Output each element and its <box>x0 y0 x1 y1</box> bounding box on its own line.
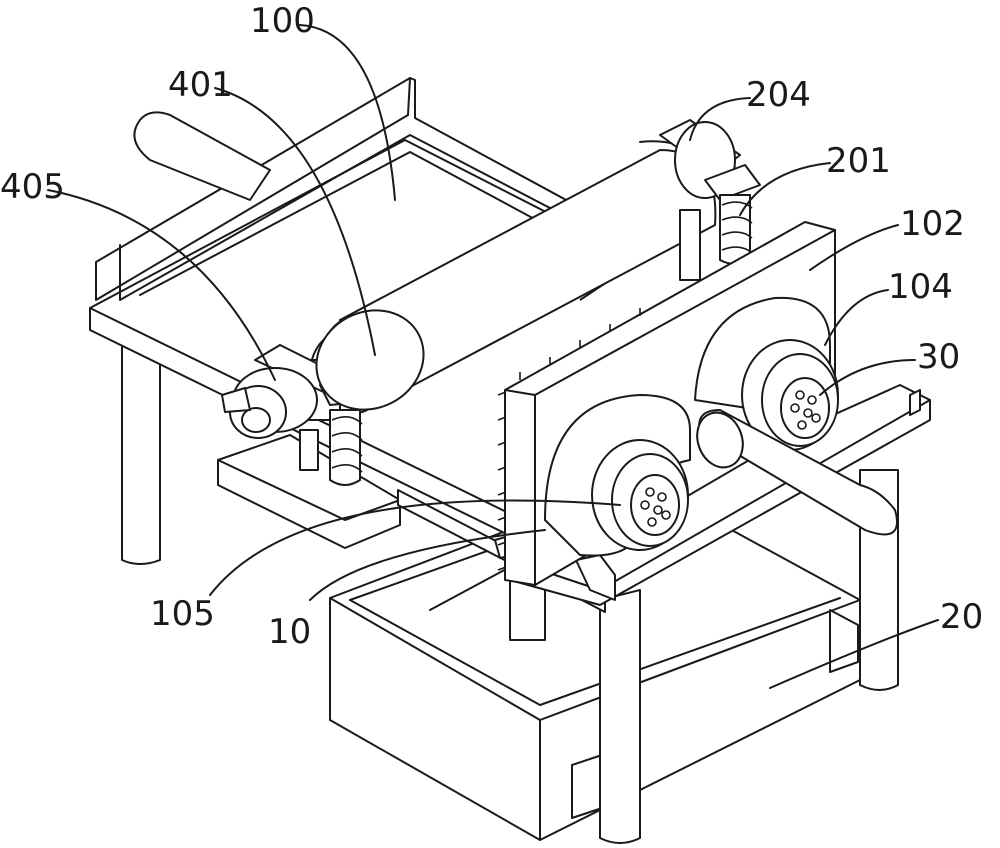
label-405: 405 <box>0 167 65 207</box>
roller-holes-back <box>790 390 821 430</box>
right-roller-end <box>659 119 761 281</box>
roller-holes-front <box>640 487 671 527</box>
label-102: 102 <box>900 204 965 244</box>
label-204: 204 <box>746 75 811 115</box>
label-104: 104 <box>888 267 953 307</box>
label-20: 20 <box>940 597 983 637</box>
main-roller <box>315 140 717 411</box>
leader-lines <box>47 24 939 689</box>
label-105: 105 <box>150 594 215 634</box>
reference-labels: 100 401 405 204 201 102 104 30 105 10 20 <box>0 1 983 652</box>
label-30: 30 <box>917 337 960 377</box>
front-rollers <box>591 339 898 551</box>
label-401: 401 <box>168 65 233 105</box>
label-201: 201 <box>826 141 891 181</box>
label-100: 100 <box>250 1 315 41</box>
label-10: 10 <box>268 612 311 652</box>
cutter-pins <box>497 308 641 571</box>
